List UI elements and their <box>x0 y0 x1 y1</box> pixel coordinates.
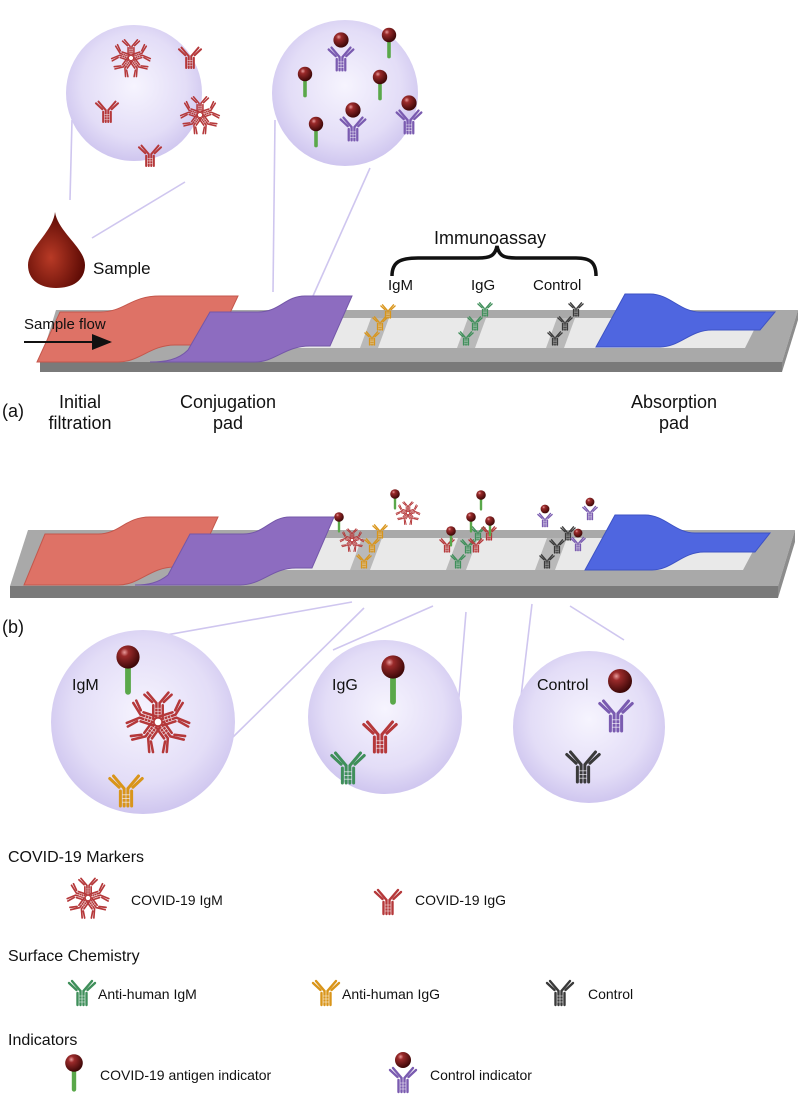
antibody-y-icon <box>373 888 403 916</box>
legend-anti-igg: Anti-human IgG <box>342 986 441 1002</box>
sample-zoom-circle <box>66 25 202 161</box>
legend-control: Control <box>588 986 634 1002</box>
absorption-pad-b <box>584 514 772 571</box>
legend-control-indicator: Control indicator <box>430 1067 532 1083</box>
pentamer-igm-icon <box>67 878 110 919</box>
legend-surface-title: Surface Chemistry <box>8 948 140 965</box>
immunoassay-brace <box>390 245 598 277</box>
legend-antigen-indicator: COVID-19 antigen indicator <box>100 1067 272 1083</box>
zoom-leader-lines-b <box>137 601 625 739</box>
igm-test-line <box>360 318 389 348</box>
igg-test-line <box>457 318 486 348</box>
test-strip-a <box>36 293 798 372</box>
legend-markers-title: COVID-19 Markers <box>8 849 145 866</box>
legend-indicators-title: Indicators <box>8 1032 78 1049</box>
control-line-label: Control <box>533 277 582 294</box>
absorption-pad-label: Absorption pad <box>630 392 718 433</box>
igg-line-label: IgG <box>471 277 496 294</box>
conjugation-pad <box>149 295 353 363</box>
blood-drop-icon <box>28 212 85 288</box>
initial-filtration-pad <box>36 295 239 363</box>
igm-line-label: IgM <box>388 277 414 294</box>
zoom-igg-label: IgG <box>332 677 358 694</box>
panel-b-label: (b) <box>2 617 24 637</box>
zoom-control-label: Control <box>537 677 589 694</box>
test-strip-b <box>10 488 795 598</box>
zoom-igm-label: IgM <box>72 677 99 694</box>
immunoassay-label: Immunoassay <box>434 228 547 248</box>
sample-flow-label: Sample flow <box>24 316 106 333</box>
legend-anti-igm: Anti-human IgM <box>98 986 197 1002</box>
conjugate-zoom-circle <box>272 20 418 166</box>
legend-covid-igm: COVID-19 IgM <box>131 892 223 908</box>
panel-a-label: (a) <box>2 401 24 421</box>
absorption-pad <box>595 293 777 348</box>
conjugation-pad-label: Conjugation pad <box>179 392 277 433</box>
conjugation-pad-b <box>134 516 335 586</box>
initial-filtration-label: Initial filtration <box>48 392 112 433</box>
sample-label: Sample <box>93 259 151 278</box>
legend-covid-igg: COVID-19 IgG <box>415 892 507 908</box>
igg-zoom-circle <box>308 640 462 794</box>
initial-filtration-pad-b <box>23 516 219 586</box>
zoom-leader-lines-a <box>69 119 371 297</box>
